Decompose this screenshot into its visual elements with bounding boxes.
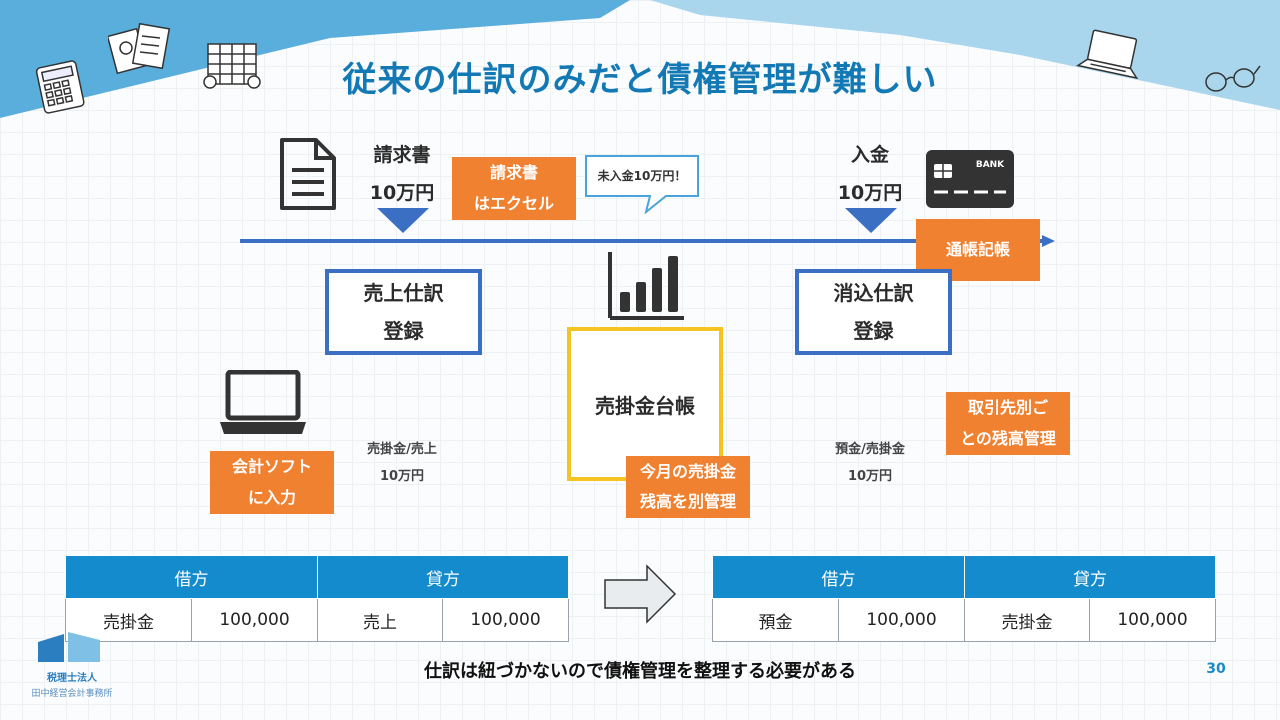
debit-header: 借方 xyxy=(712,555,965,599)
journal-table-left: 借方 貸方 売掛金 100,000 売上 100,000 xyxy=(65,555,569,642)
building-icon xyxy=(203,43,261,89)
document-icon xyxy=(280,138,336,210)
ledger-label: 売掛金台帳 xyxy=(595,393,695,418)
credit-header: 貸方 xyxy=(317,555,569,599)
bar-chart-icon xyxy=(608,252,684,320)
partner-balance-note: 取引先別ご との残高管理 xyxy=(946,392,1070,455)
credit-header: 貸方 xyxy=(964,555,1216,599)
ledger-box: 売掛金台帳 xyxy=(567,327,723,481)
ledger-note: 今月の売掛金 残高を別管理 xyxy=(626,456,750,518)
payment-label: 入金 xyxy=(850,144,889,166)
credit-account: 売掛金 xyxy=(964,598,1090,642)
calculator-icon xyxy=(35,60,85,114)
invoice-marker xyxy=(377,208,429,233)
debit-header: 借方 xyxy=(65,555,318,599)
debit-amount: 100,000 xyxy=(191,598,318,642)
credit-amount: 100,000 xyxy=(442,598,569,642)
credit-account: 売上 xyxy=(317,598,443,642)
firm-name-line1: 税理士法人 xyxy=(47,673,97,684)
invoice-label: 請求書 xyxy=(373,144,431,166)
sales-entry-box: 売上仕訳 登録 xyxy=(325,269,482,355)
unpaid-callout-bubble xyxy=(585,155,699,214)
software-note: 会計ソフト に入力 xyxy=(210,451,334,514)
firm-logo-icon xyxy=(38,632,100,662)
payment-amount: 10万円 xyxy=(837,182,903,204)
computer-icon xyxy=(220,370,306,434)
left-entry-amount: 10万円 xyxy=(379,469,425,484)
page-number: 30 xyxy=(1206,661,1226,677)
glasses-icon xyxy=(1205,65,1261,92)
journal-table-right: 借方 貸方 預金 100,000 売掛金 100,000 xyxy=(712,555,1216,642)
timeline-arrow xyxy=(240,235,1055,247)
right-arrow-icon xyxy=(604,564,677,624)
invoice-amount: 10万円 xyxy=(369,182,435,204)
credit-amount: 100,000 xyxy=(1089,598,1216,642)
excel-note: 請求書 はエクセル xyxy=(452,157,576,220)
clearing-entry-box: 消込仕訳 登録 xyxy=(795,269,952,355)
right-entry-amount: 10万円 xyxy=(847,469,893,484)
left-entry-accounts: 売掛金/売上 xyxy=(367,442,437,457)
page-title: 従来の仕訳のみだと債権管理が難しい xyxy=(342,60,938,100)
debit-amount: 100,000 xyxy=(838,598,965,642)
laptop-icon xyxy=(1076,29,1139,80)
debit-account: 預金 xyxy=(712,598,839,642)
debit-account: 売掛金 xyxy=(65,598,192,642)
footer-message: 仕訳は紐づかないので債権管理を整理する必要がある xyxy=(424,661,856,682)
right-entry-accounts: 預金/売掛金 xyxy=(835,442,905,457)
firm-name-line2: 田中経営会計事務所 xyxy=(31,689,113,699)
bank-card-icon xyxy=(926,150,1014,208)
payment-marker xyxy=(845,208,897,233)
documents-icon xyxy=(108,22,171,75)
bank-text: BANK xyxy=(975,160,1005,170)
unpaid-callout: 未入金10万円！ xyxy=(597,169,687,183)
